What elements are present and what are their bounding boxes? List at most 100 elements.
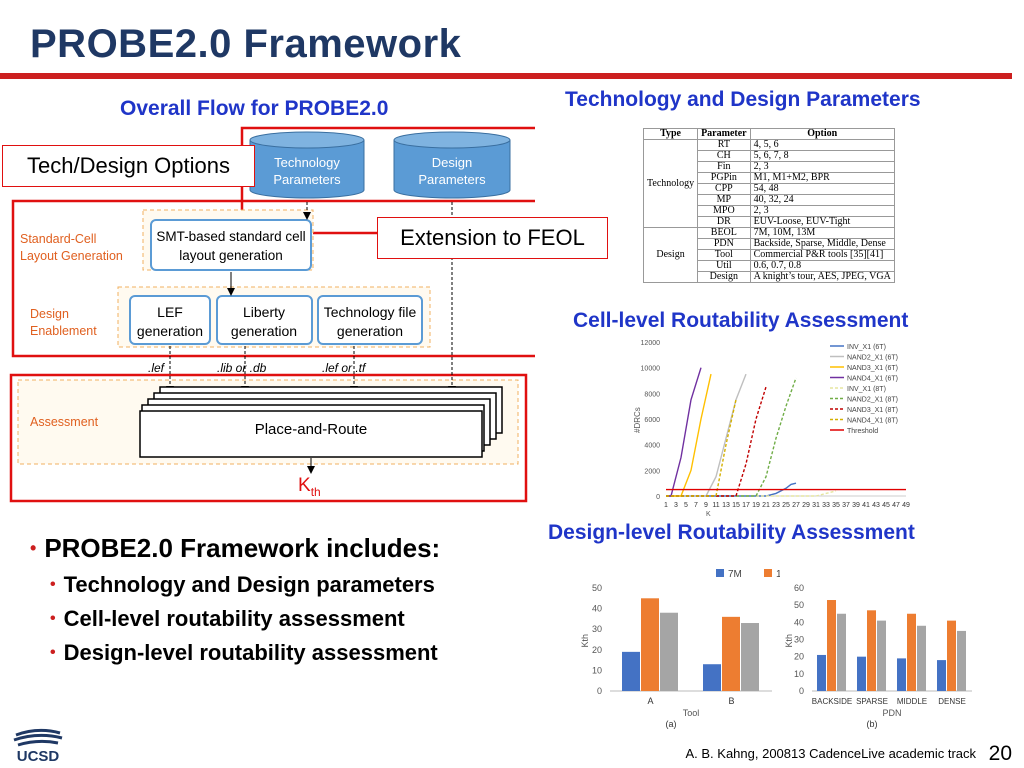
x-tick-label: 45 bbox=[882, 502, 890, 509]
table-parameter-cell: Util bbox=[697, 260, 751, 272]
table-parameter-cell: MPO bbox=[697, 205, 751, 217]
liberty-label-1: Liberty bbox=[243, 304, 285, 320]
x-tick-label: 21 bbox=[762, 502, 770, 509]
table-parameter-cell: RT bbox=[697, 139, 751, 151]
legend-label: NAND2_X1 (8T) bbox=[847, 397, 898, 404]
y-axis-label: #DRCs bbox=[633, 407, 642, 433]
table-parameter-cell: PGPin bbox=[697, 172, 751, 184]
stage-enablement-label-1: Design bbox=[30, 307, 69, 321]
design-params-label-2: Parameters bbox=[418, 172, 486, 187]
legend-label: INV_X1 (6T) bbox=[847, 344, 886, 351]
x-tick-label: 49 bbox=[902, 502, 910, 509]
chart-caption: (b) bbox=[867, 719, 878, 729]
output-lef-label: .lef bbox=[148, 361, 166, 375]
x-tick-label: 15 bbox=[732, 502, 740, 509]
y-tick-label: 20 bbox=[592, 645, 602, 655]
y-tick-label: 20 bbox=[794, 652, 804, 662]
series-line-4 bbox=[666, 490, 837, 497]
stage-routability-label-2: Assessment bbox=[30, 415, 99, 429]
x-tick-label: 47 bbox=[892, 502, 900, 509]
table-header-parameter: Parameter bbox=[697, 128, 751, 140]
legend-label: 7M bbox=[728, 569, 742, 580]
table-option-cell: Commercial P&R tools [35][41] bbox=[749, 249, 895, 261]
table-option-cell: Backside, Sparse, Middle, Dense bbox=[749, 238, 895, 250]
series-line-7 bbox=[666, 399, 737, 497]
red-box-generation bbox=[11, 199, 535, 358]
liberty-generation-box bbox=[216, 295, 313, 345]
lef-label-1: LEF bbox=[157, 304, 183, 320]
page-number: 20 bbox=[988, 742, 1012, 765]
y-tick-label: 50 bbox=[592, 583, 602, 593]
techfile-label-1: Technology file bbox=[324, 304, 417, 320]
x-tick-label: 11 bbox=[712, 502, 719, 509]
stage-layout-label-1: Standard-Cell bbox=[20, 232, 96, 246]
series-line-3 bbox=[666, 367, 702, 497]
y-tick-label: 0 bbox=[656, 494, 660, 501]
bar-10M bbox=[867, 610, 876, 691]
x-tick-label: 9 bbox=[704, 502, 708, 509]
x-tick-label: 41 bbox=[862, 502, 870, 509]
bar-10M bbox=[827, 600, 836, 691]
ucsd-logo: UCSD bbox=[8, 727, 68, 768]
table-header-type: Type bbox=[642, 128, 699, 140]
kth-label: Kth bbox=[298, 475, 321, 499]
legend-label: NAND3_X1 (6T) bbox=[847, 365, 898, 372]
output-lib-label: .lib or .db bbox=[217, 361, 267, 375]
y-axis-label: Kth bbox=[784, 634, 794, 648]
series-line-6 bbox=[666, 386, 767, 497]
y-tick-label: 10000 bbox=[641, 366, 661, 373]
table-option-cell: 40, 32, 24 bbox=[749, 194, 895, 206]
table-type-cell: Technology bbox=[642, 139, 699, 228]
bullet-item-text: Cell-level routability assessment bbox=[63, 606, 405, 631]
y-tick-label: 30 bbox=[794, 635, 804, 645]
stage-layout-label-2: Layout Generation bbox=[20, 249, 123, 263]
table-option-cell: A knight’s tour, AES, JPEG, VGA bbox=[749, 271, 895, 283]
x-tick-label: 39 bbox=[852, 502, 860, 509]
lef-label-2: generation bbox=[137, 323, 203, 339]
table-parameter-cell: PDN bbox=[697, 238, 751, 250]
x-axis-label: K bbox=[706, 511, 711, 518]
table-header-option: Option bbox=[749, 128, 895, 140]
place-and-route-box bbox=[139, 410, 483, 458]
y-tick-label: 0 bbox=[799, 686, 804, 696]
smt-label-2: layout generation bbox=[179, 248, 283, 263]
y-tick-label: 6000 bbox=[644, 417, 660, 424]
bar-7M bbox=[937, 660, 946, 691]
x-tick-label: 37 bbox=[842, 502, 850, 509]
x-tick-label: 5 bbox=[684, 502, 688, 509]
y-tick-label: 60 bbox=[794, 583, 804, 593]
footer-citation: A. B. Kahng, 200813 CadenceLive academic… bbox=[685, 746, 976, 761]
tech-params-label-2: Parameters bbox=[273, 172, 341, 187]
overall-flow-heading: Overall Flow for PROBE2.0 bbox=[120, 97, 389, 120]
category-label: DENSE bbox=[938, 697, 966, 706]
x-axis-label: PDN bbox=[882, 708, 901, 718]
bar-7M bbox=[857, 656, 866, 691]
table-option-cell: 2, 3 bbox=[749, 161, 895, 173]
y-tick-label: 30 bbox=[592, 624, 602, 634]
y-tick-label: 0 bbox=[597, 686, 602, 696]
series-line-1 bbox=[666, 373, 747, 497]
cell-level-heading: Cell-level Routability Assessment bbox=[573, 309, 909, 332]
x-tick-label: 17 bbox=[742, 502, 750, 509]
bar-10M bbox=[722, 616, 740, 691]
bar-13M bbox=[877, 620, 886, 691]
x-tick-label: 25 bbox=[782, 502, 790, 509]
tech-design-params-heading: Technology and Design Parameters bbox=[565, 88, 921, 111]
table-option-cell: 4, 5, 6 bbox=[749, 139, 895, 151]
x-tick-label: 3 bbox=[674, 502, 678, 509]
bar-10M bbox=[641, 598, 659, 691]
y-tick-label: 2000 bbox=[644, 468, 660, 475]
table-option-cell: 0.6, 0.7, 0.8 bbox=[749, 260, 895, 272]
bar-7M bbox=[622, 651, 640, 691]
table-parameter-cell: Fin bbox=[697, 161, 751, 173]
table-option-cell: 54, 48 bbox=[749, 183, 895, 195]
smt-label-1: SMT-based standard cell bbox=[156, 229, 305, 244]
x-tick-label: 27 bbox=[792, 502, 800, 509]
bullet-item-text: Design-level routability assessment bbox=[63, 640, 438, 665]
series-line-0 bbox=[666, 482, 797, 497]
y-axis-label: Kth bbox=[580, 634, 590, 648]
chart-caption: (a) bbox=[666, 719, 677, 729]
